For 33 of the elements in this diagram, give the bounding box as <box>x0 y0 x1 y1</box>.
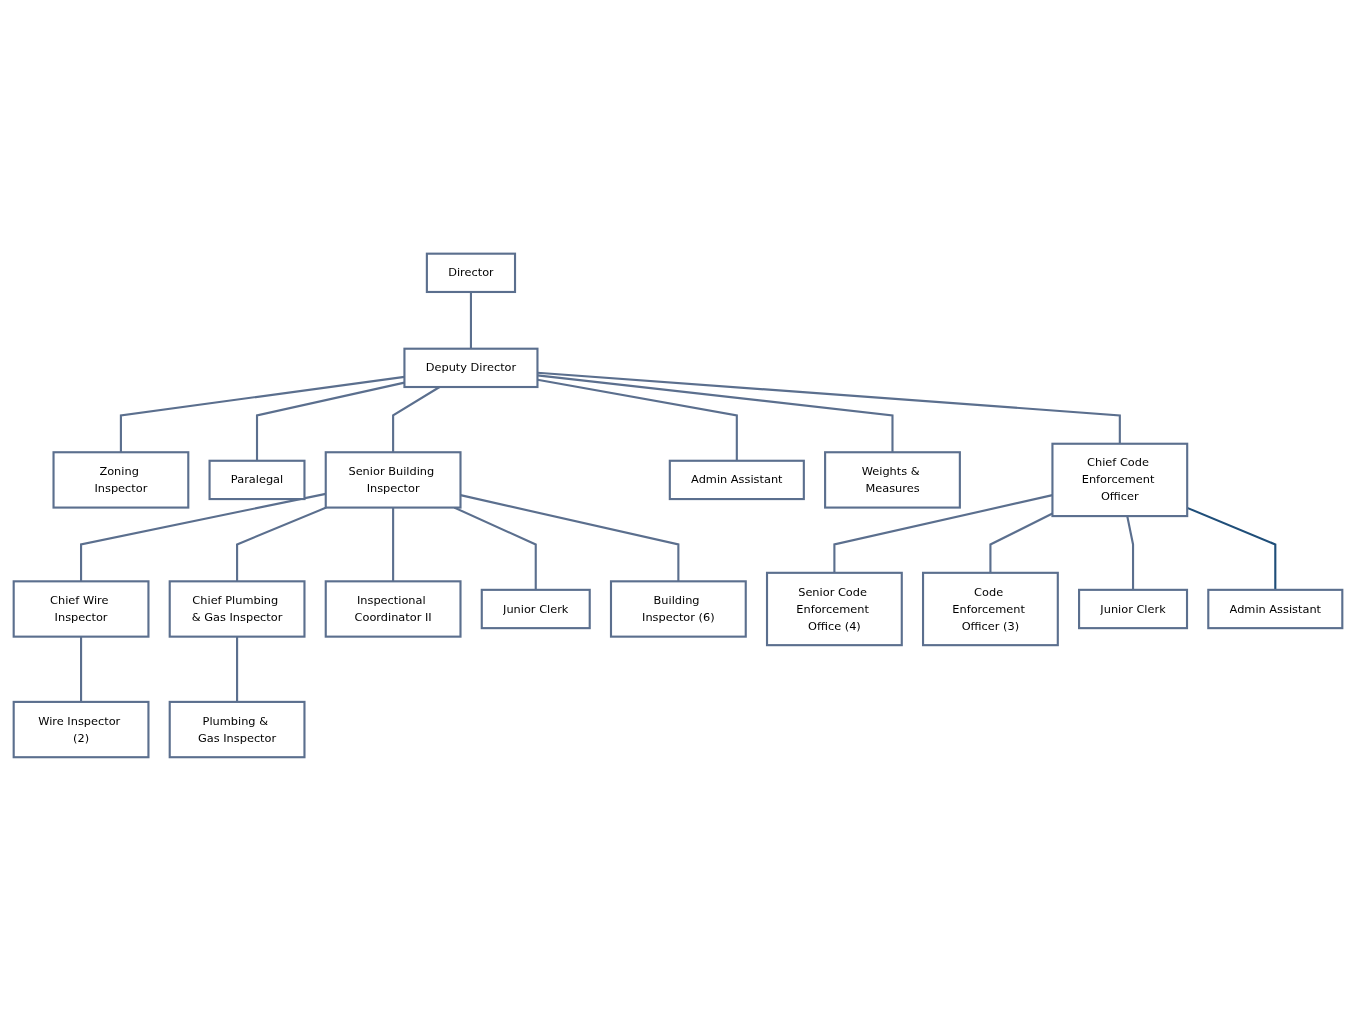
node-box: Junior Clerk <box>1077 588 1188 629</box>
node-box: Chief Plumbing & Gas Inspector <box>168 579 306 638</box>
node-box: Chief Code Enforcement Officer <box>1050 442 1188 517</box>
node-box: Director <box>425 252 516 293</box>
node-box: Admin Assistant <box>668 459 805 500</box>
connector <box>469 291 472 349</box>
node-box: Deputy Director <box>402 347 539 388</box>
connector <box>79 636 82 702</box>
connector <box>1125 515 1134 590</box>
connector <box>79 492 326 581</box>
node-box: Weights & Measures <box>823 450 961 509</box>
connector <box>536 371 1121 444</box>
connector <box>459 493 679 581</box>
node-box: Wire Inspector (2) <box>12 700 149 758</box>
node-box: Junior Clerk <box>480 588 591 629</box>
node-box: Zoning Inspector <box>51 450 189 509</box>
connector <box>1186 506 1276 590</box>
node-box: Plumbing & Gas Inspector <box>168 700 306 758</box>
connector <box>391 507 394 581</box>
node-box: Paralegal <box>208 459 306 500</box>
connector <box>235 636 238 702</box>
connector <box>988 512 1053 573</box>
connector <box>536 378 738 461</box>
node-box: Building Inspector (6) <box>609 579 747 638</box>
node-box: Inspectional Coordinator II <box>324 579 462 638</box>
node-box: Senior Code Enforcement Office (4) <box>765 571 903 646</box>
node-box: Senior Building Inspector <box>324 450 462 509</box>
connector <box>832 493 1053 573</box>
node-box: Code Enforcement Officer (3) <box>921 571 1059 646</box>
node-box: Chief Wire Inspector <box>12 579 149 638</box>
node-box: Admin Assistant <box>1206 588 1343 629</box>
connector <box>536 373 894 452</box>
connector <box>235 506 327 581</box>
